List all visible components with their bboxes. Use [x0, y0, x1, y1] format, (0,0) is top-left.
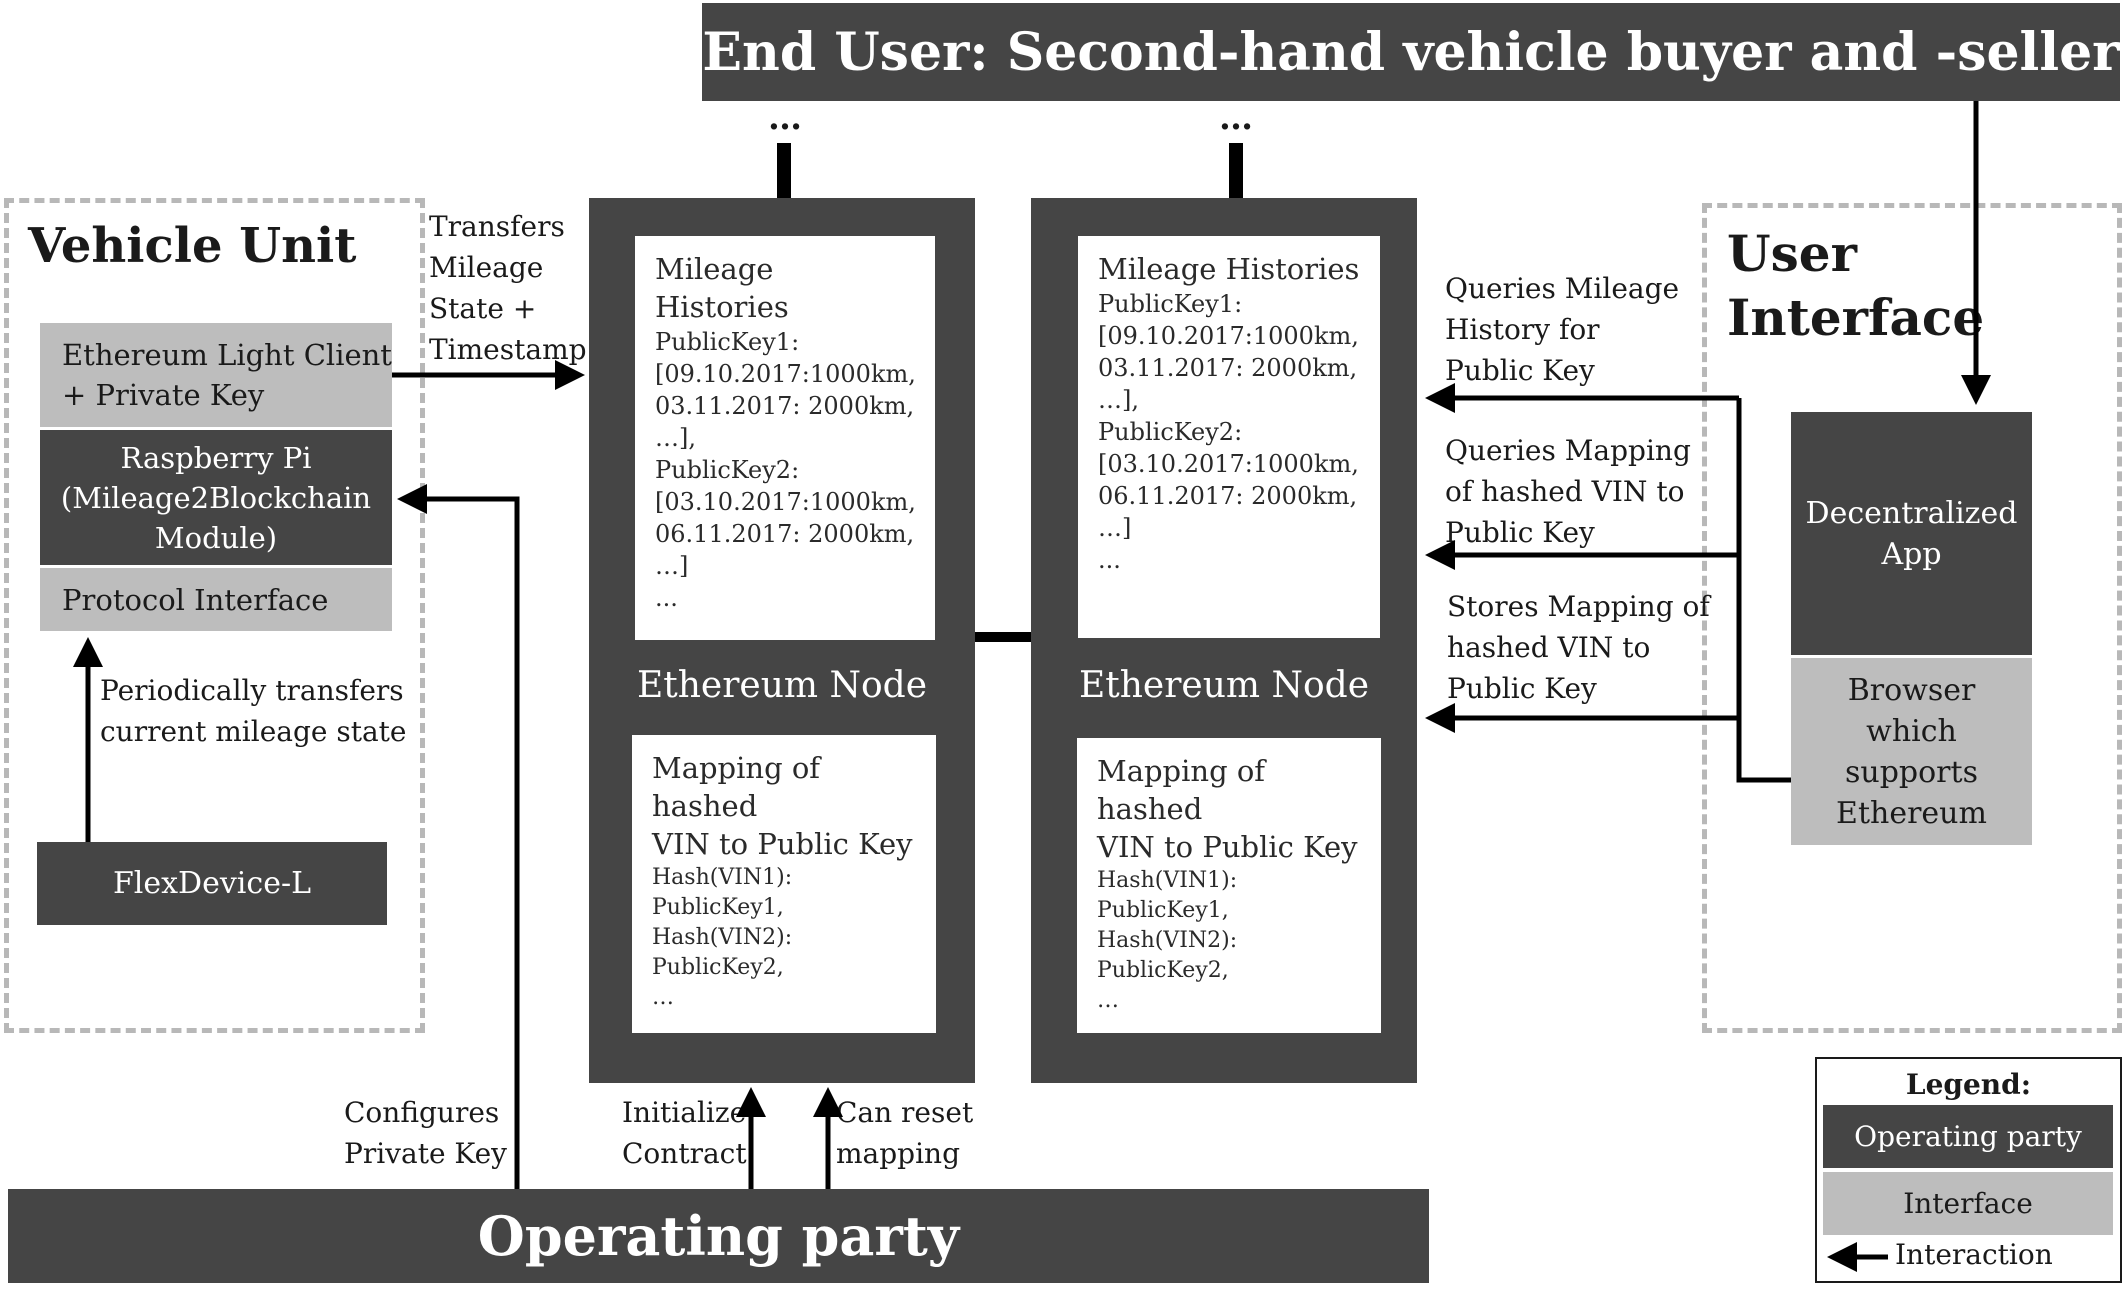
- operating-party-box: Operating party: [8, 1189, 1429, 1283]
- continuation-dots-1: …: [768, 98, 803, 138]
- vin-mapping-title: Mapping of hashed VIN to Public Key: [1097, 754, 1358, 864]
- raspberry-pi-box: Raspberry Pi (Mileage2Blockchain Module): [40, 430, 392, 565]
- queries-history-label: Queries Mileage History for Public Key: [1445, 272, 1680, 387]
- operating-party-title: Operating party: [477, 1204, 960, 1268]
- ethereum-browser-box: Browser which supports Ethereum: [1791, 658, 2032, 845]
- queries-mapping-label: Queries Mapping of hashed VIN to Public …: [1445, 434, 1691, 549]
- configures-key-label: Configures Private Key: [344, 1096, 507, 1170]
- stores-mapping-label: Stores Mapping of hashed VIN to Public K…: [1447, 590, 1710, 705]
- legend-title: Legend:: [1905, 1068, 2032, 1101]
- user-interface-container: [1702, 203, 2122, 1033]
- decentralized-app-box: Decentralized App: [1791, 412, 2032, 655]
- vin-mapping-panel-1: Mapping of hashed VIN to Public Key Hash…: [632, 735, 936, 1033]
- initialize-contract-label: Initialize Contract: [622, 1096, 747, 1170]
- ethereum-light-client-box: Ethereum Light Client + Private Key: [40, 323, 392, 427]
- mileage-histories-panel-2: Mileage Histories PublicKey1: [09.10.201…: [1078, 236, 1380, 638]
- legend: [1815, 1057, 2122, 1283]
- browser-query-bus: [1736, 398, 1791, 783]
- legend-operating-party: Operating party: [1823, 1105, 2113, 1168]
- vin-mapping-body: Hash(VIN1): PublicKey1, Hash(VIN2): Publ…: [652, 865, 793, 1010]
- protocol-interface-box: Protocol Interface: [40, 568, 392, 631]
- mileage-histories-body: PublicKey1: [09.10.2017:1000km, 03.11.20…: [1098, 290, 1359, 574]
- flexdevice-box: FlexDevice-L: [37, 842, 387, 925]
- mileage-histories-body: PublicKey1: [09.10.2017:1000km, 03.11.20…: [655, 328, 916, 612]
- vehicle-unit-title: Vehicle Unit: [28, 218, 357, 274]
- configures-key-arrow: [397, 484, 520, 1189]
- mileage-histories-title: Mileage Histories: [1098, 252, 1360, 286]
- periodic-transfer-label: Periodically transfers current mileage s…: [100, 674, 407, 748]
- vin-mapping-title: Mapping of hashed VIN to Public Key: [652, 751, 913, 861]
- end-user-title: End User: Second-hand vehicle buyer and …: [702, 21, 2120, 83]
- legend-interface: Interface: [1823, 1172, 2113, 1235]
- can-reset-label: Can reset mapping: [836, 1096, 974, 1170]
- vehicle-unit-container: [4, 198, 425, 1033]
- legend-interaction-label: Interaction: [1895, 1238, 2053, 1271]
- vin-mapping-body: Hash(VIN1): PublicKey1, Hash(VIN2): Publ…: [1097, 868, 1238, 1013]
- continuation-dots-2: …: [1219, 98, 1254, 138]
- vin-mapping-panel-2: Mapping of hashed VIN to Public Key Hash…: [1077, 738, 1381, 1033]
- ethereum-node-label: Ethereum Node: [636, 665, 928, 706]
- user-interface-title: User Interface: [1727, 224, 1985, 347]
- ethereum-node-label: Ethereum Node: [1078, 665, 1370, 706]
- end-user-box: End User: Second-hand vehicle buyer and …: [702, 3, 2120, 101]
- mileage-histories-title: Mileage Histories: [655, 252, 789, 324]
- mileage-histories-panel-1: Mileage Histories PublicKey1: [09.10.201…: [635, 236, 935, 640]
